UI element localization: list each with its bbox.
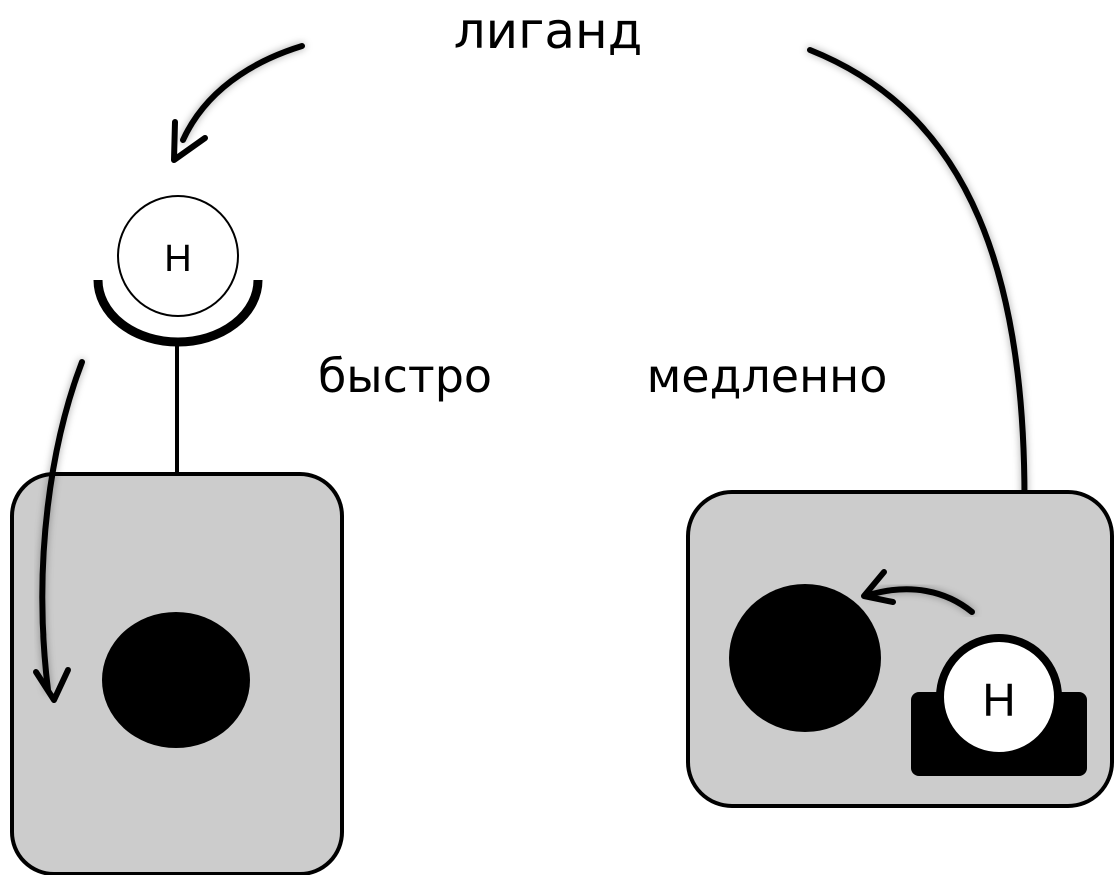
right-nucleus <box>729 584 881 732</box>
hormone-bound-intracellular <box>936 634 1062 760</box>
ligand-label: лиганд <box>454 2 643 60</box>
arrowhead-complex-to-nucleus <box>861 569 896 605</box>
hormone-letter-left: H <box>164 238 191 280</box>
fast-label: быстро <box>318 349 492 403</box>
slow-label: медленно <box>647 349 888 403</box>
arrow-ligand-to-surface-receptor <box>180 43 305 143</box>
arrowhead-surface-receptor <box>171 119 208 163</box>
arrow-signal-into-cell <box>39 359 85 693</box>
arrowhead-signal-into-cell <box>33 667 71 703</box>
left-nucleus <box>102 612 250 748</box>
arrow-complex-to-nucleus <box>869 586 975 615</box>
hormone-bound-surface <box>117 195 239 317</box>
arrow-ligand-to-intracellular-receptor <box>807 47 1028 588</box>
surface-receptor <box>93 279 263 347</box>
hormone-letter-right: H <box>982 674 1015 726</box>
